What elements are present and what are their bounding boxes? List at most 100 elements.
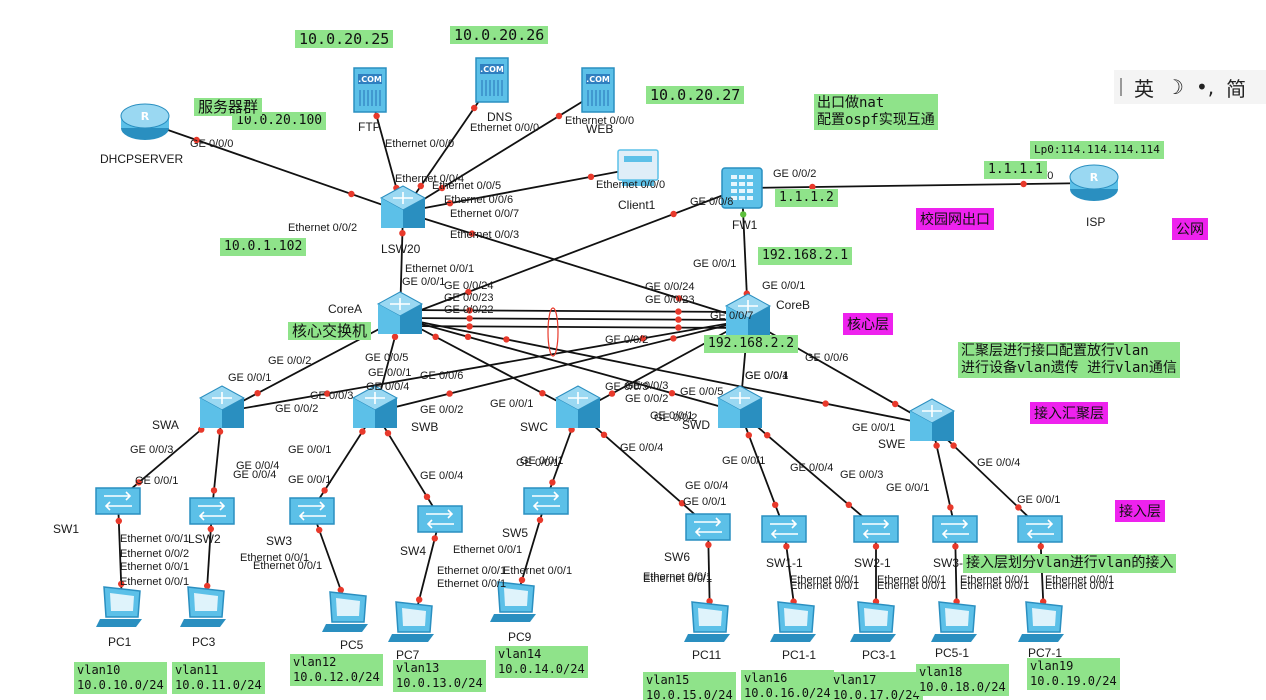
- zone-label: 核心层: [843, 313, 893, 335]
- port-dot: [466, 315, 473, 322]
- link-corea-coreb[interactable]: [399, 317, 749, 321]
- link-fw1-corea[interactable]: [399, 187, 743, 319]
- pc11-pc-icon[interactable]: [684, 601, 730, 642]
- port-dot: [337, 586, 344, 594]
- client1-client-icon[interactable]: [617, 149, 659, 186]
- fw1-firewall-icon[interactable]: [721, 167, 763, 209]
- link-coreb-swa[interactable]: [221, 319, 749, 413]
- device-name-ftp: FTP: [358, 120, 381, 134]
- pc3-pc-icon[interactable]: [180, 586, 226, 627]
- link-sw5-pc9[interactable]: [515, 499, 547, 601]
- pc7-1-pc-icon[interactable]: [1018, 601, 1064, 642]
- swb-l3switch-icon[interactable]: [351, 385, 399, 428]
- pc1-1-pc-icon[interactable]: [770, 601, 816, 642]
- link-swa-lsw2[interactable]: [211, 411, 223, 511]
- link-client1-lsw20[interactable]: [402, 167, 639, 213]
- link-sw1-pc1[interactable]: [117, 499, 123, 606]
- port-dot: [417, 182, 424, 190]
- port-dot: [892, 400, 899, 408]
- sw21-switch-icon[interactable]: [853, 515, 899, 543]
- pc5-pc-icon[interactable]: [322, 591, 368, 632]
- ime-language-toggle[interactable]: 英: [1134, 76, 1154, 101]
- ip-label: 10.0.20.100: [232, 112, 327, 130]
- sw41-switch-icon[interactable]: [1017, 515, 1063, 543]
- port-label: Ethernet 0/0/1: [503, 565, 573, 577]
- link-swc-sw6[interactable]: [577, 411, 709, 527]
- link-web-lsw20[interactable]: [402, 91, 599, 213]
- link-sw4-pc7[interactable]: [413, 517, 441, 621]
- port-label: GE 0/0/0: [190, 138, 234, 150]
- port-dot: [316, 526, 323, 534]
- port-label: GE 0/0/5: [365, 352, 409, 364]
- sw6-switch-icon[interactable]: [685, 513, 731, 541]
- lsw20-l3switch-icon[interactable]: [379, 185, 427, 228]
- dns-server-icon[interactable]: .COM: [475, 57, 509, 103]
- port-label: GE 0/0/3: [310, 390, 354, 402]
- link-swe-sw31[interactable]: [931, 424, 956, 529]
- link-swb-sw3[interactable]: [311, 411, 376, 511]
- link-dns-lsw20[interactable]: [402, 81, 493, 213]
- device-name-pc7-1: PC7-1: [1028, 646, 1063, 660]
- sw1-switch-icon[interactable]: [95, 487, 141, 515]
- pc9-pc-icon[interactable]: [490, 581, 536, 622]
- pc7-pc-icon[interactable]: [388, 601, 434, 642]
- pc3-1-pc-icon[interactable]: [850, 601, 896, 642]
- port-dot: [464, 333, 472, 340]
- port-dot: [193, 136, 200, 144]
- zone-label: 校园网出口: [916, 208, 994, 230]
- pc1-pc-icon[interactable]: [96, 586, 142, 627]
- sw3-switch-icon[interactable]: [289, 497, 335, 525]
- vlan-subnet-box: vlan10 10.0.10.0/24: [74, 662, 167, 694]
- sw4-switch-icon[interactable]: [417, 505, 463, 533]
- lsw2-switch-icon[interactable]: [189, 497, 235, 525]
- link-swb-sw4[interactable]: [374, 411, 441, 519]
- port-dot: [587, 173, 595, 180]
- ip-label: 10.0.1.102: [220, 238, 307, 256]
- port-dot: [675, 324, 682, 331]
- link-corea-coreb[interactable]: [399, 309, 749, 313]
- port-label: GE 0/0/1: [762, 280, 806, 292]
- swd-l3switch-icon[interactable]: [716, 385, 764, 428]
- link-coreb-swb[interactable]: [374, 319, 749, 413]
- port-label: GE 0/0/6: [805, 352, 849, 364]
- swe-l3switch-icon[interactable]: [908, 398, 956, 441]
- link-corea-swd[interactable]: [399, 317, 741, 413]
- dhcp-router-icon[interactable]: R: [120, 103, 170, 140]
- link-corea-swe[interactable]: [399, 317, 933, 426]
- link-swe-sw41[interactable]: [931, 424, 1041, 529]
- annotation-note: 接入层划分vlan进行vlan的接入: [963, 554, 1177, 573]
- port-label: Ethernet 0/0/1: [877, 574, 947, 586]
- corea-l3switch-icon[interactable]: [376, 291, 424, 334]
- port-label: GE 0/0/4: [366, 381, 410, 393]
- ime-moon-icon[interactable]: ☽: [1166, 75, 1184, 99]
- port-label: Ethernet 0/0/1: [437, 565, 507, 577]
- link-lsw20-coreb[interactable]: [402, 211, 749, 321]
- ime-mode-toggle[interactable]: 简: [1226, 76, 1247, 101]
- link-swd-sw11[interactable]: [739, 411, 785, 529]
- sw31-switch-icon[interactable]: [932, 515, 978, 543]
- isp-router-icon[interactable]: R: [1069, 164, 1119, 201]
- link-swd-sw21[interactable]: [739, 411, 877, 529]
- coreb-l3switch-icon[interactable]: [724, 293, 772, 336]
- ftp-server-icon[interactable]: .COM: [353, 67, 387, 113]
- port-label: GE 0/0/8: [690, 196, 734, 208]
- vlan-subnet-box: vlan14 10.0.14.0/24: [495, 646, 588, 678]
- ime-toolbar[interactable]: 英 ☽ •, 简: [1114, 70, 1266, 104]
- link-fw1-isp[interactable]: [741, 182, 1095, 189]
- link-corea-coreb[interactable]: [399, 325, 749, 329]
- swc-l3switch-icon[interactable]: [554, 385, 602, 428]
- device-name-sw21: SW2-1: [854, 556, 891, 570]
- ime-punctuation-toggle[interactable]: •,: [1195, 75, 1215, 99]
- pc5-1-pc-icon[interactable]: [931, 601, 977, 642]
- link-dhcp-lsw20[interactable]: [144, 121, 404, 213]
- svg-text:R: R: [141, 110, 150, 123]
- device-name-pc1-1: PC1-1: [782, 648, 817, 662]
- sw5-switch-icon[interactable]: [523, 487, 569, 515]
- vlan-subnet-box: vlan15 10.0.15.0/24: [643, 672, 736, 700]
- port-label: GE 0/0/4: [685, 480, 729, 492]
- web-server-icon[interactable]: .COM: [581, 67, 615, 113]
- port-dot: [207, 525, 214, 533]
- swa-l3switch-icon[interactable]: [198, 385, 246, 428]
- port-dot: [1037, 543, 1045, 550]
- sw11-switch-icon[interactable]: [761, 515, 807, 543]
